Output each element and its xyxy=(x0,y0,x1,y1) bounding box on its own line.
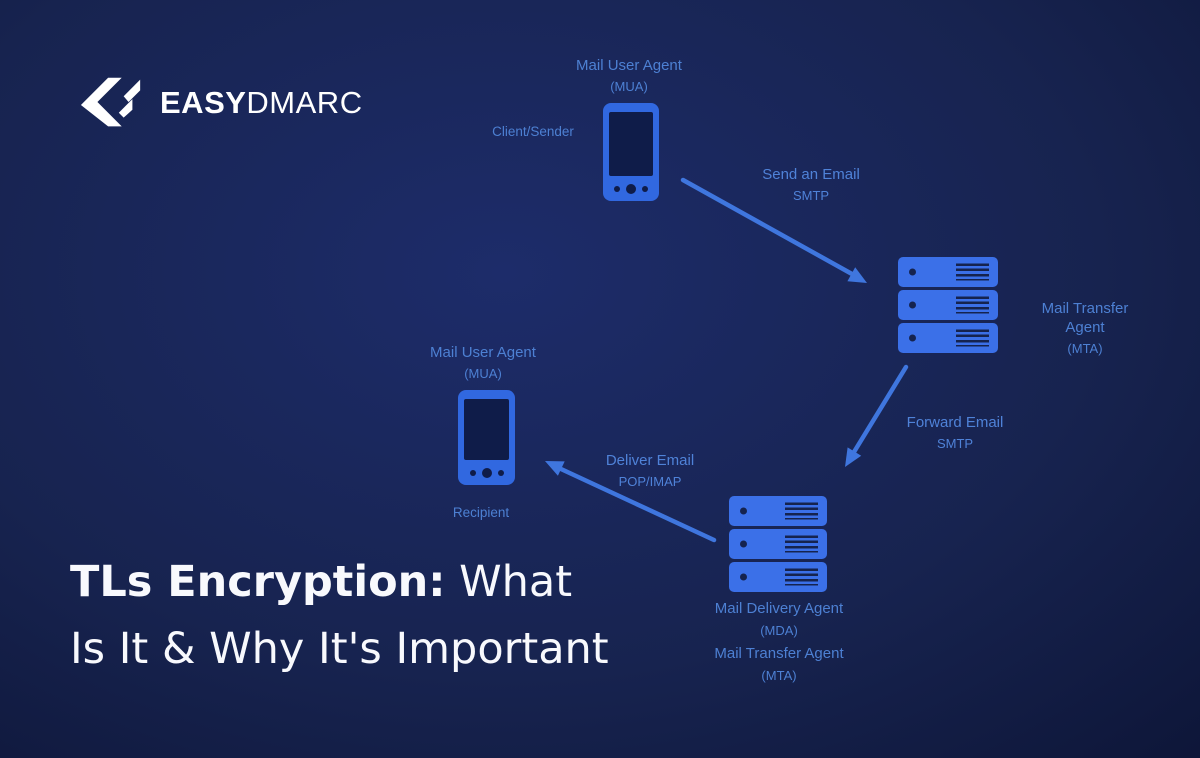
recipient-phone-icon xyxy=(458,390,515,485)
mta-abbr: (MTA) xyxy=(1067,340,1103,356)
server-unit xyxy=(898,257,998,287)
phone-buttons xyxy=(603,176,659,201)
title-emphasis: TLs Encryption: xyxy=(70,557,446,607)
server-led-icon xyxy=(740,573,747,581)
forward-email-action: Forward Email xyxy=(906,414,1004,431)
sender-phone-icon xyxy=(603,103,659,201)
mta-label: Mail Transfer Agent (MTA) xyxy=(1028,300,1143,357)
server-vents-icon xyxy=(785,568,818,586)
phone-dot-icon xyxy=(497,469,504,476)
server-vents-icon xyxy=(785,502,818,520)
forward-email-arrow xyxy=(851,364,909,455)
mda-abbr: (MDA) xyxy=(760,622,798,638)
send-email-arrowhead-icon xyxy=(847,267,867,283)
server-unit xyxy=(729,496,827,526)
mda-mta-abbr: (MTA) xyxy=(761,667,797,683)
server-led-icon xyxy=(909,301,916,309)
mda-label: Mail Delivery Agent (MDA) Mail Transfer … xyxy=(714,600,843,684)
mda-mta-title: Mail Transfer Agent xyxy=(714,645,844,662)
title-line-1: TLs Encryption: What xyxy=(70,549,609,616)
recipient-role-label: Recipient xyxy=(452,505,510,520)
easydmarc-wordmark: EASYDMARC xyxy=(160,85,363,121)
easydmarc-logo-icon xyxy=(80,77,141,127)
sender-mua-abbr: (MUA) xyxy=(610,78,648,94)
phone-home-dot-icon xyxy=(626,183,636,194)
server-vents-icon xyxy=(956,263,989,281)
server-led-icon xyxy=(740,507,747,515)
mda-title: Mail Delivery Agent xyxy=(714,600,844,617)
forward-email-edge-label: Forward Email SMTP xyxy=(907,414,1004,452)
phone-dot-icon xyxy=(614,185,620,192)
server-led-icon xyxy=(740,540,747,548)
server-unit xyxy=(898,323,998,353)
easydmarc-logo: EASYDMARC xyxy=(78,72,363,134)
send-email-protocol: SMTP xyxy=(792,187,830,203)
recipient-mua-abbr: (MUA) xyxy=(464,365,502,381)
title-rest: What xyxy=(459,557,573,607)
phone-dot-icon xyxy=(642,185,648,192)
server-vents-icon xyxy=(956,329,989,347)
title-line-2: Is It & Why It's Important xyxy=(70,624,609,674)
wordmark-dmarc: DMARC xyxy=(246,85,363,120)
mda-server-icon xyxy=(729,496,827,592)
recipient-mua-title: Mail User Agent xyxy=(430,344,536,361)
forward-email-arrowhead-icon xyxy=(845,447,862,467)
page-title: TLs Encryption: What Is It & Why It's Im… xyxy=(70,549,609,683)
server-vents-icon xyxy=(956,296,989,314)
phone-screen xyxy=(464,399,509,460)
deliver-email-edge-label: Deliver Email POP/IMAP xyxy=(606,452,694,490)
sender-mua-title: Mail User Agent xyxy=(576,57,682,74)
deliver-email-protocol: POP/IMAP xyxy=(618,473,682,489)
recipient-mua-label: Mail User Agent (MUA) xyxy=(430,344,536,382)
server-unit xyxy=(729,529,827,559)
server-unit xyxy=(898,290,998,320)
sender-mua-label: Mail User Agent (MUA) xyxy=(576,57,682,95)
server-led-icon xyxy=(909,268,916,276)
deliver-email-arrowhead-icon xyxy=(545,461,565,476)
mta-server-icon xyxy=(898,257,998,353)
client-sender-label: Client/Sender xyxy=(492,124,574,139)
phone-screen xyxy=(609,112,653,176)
server-vents-icon xyxy=(785,535,818,553)
mta-title: Mail Transfer Agent xyxy=(1041,300,1129,336)
server-led-icon xyxy=(909,334,916,342)
send-email-edge-label: Send an Email SMTP xyxy=(762,166,860,204)
send-email-action: Send an Email xyxy=(762,166,860,183)
forward-email-protocol: SMTP xyxy=(936,435,974,451)
server-unit xyxy=(729,562,827,592)
phone-buttons xyxy=(458,460,515,485)
wordmark-easy: EASY xyxy=(160,85,247,120)
deliver-email-action: Deliver Email xyxy=(605,452,695,469)
phone-dot-icon xyxy=(469,469,476,476)
phone-home-dot-icon xyxy=(481,467,492,478)
